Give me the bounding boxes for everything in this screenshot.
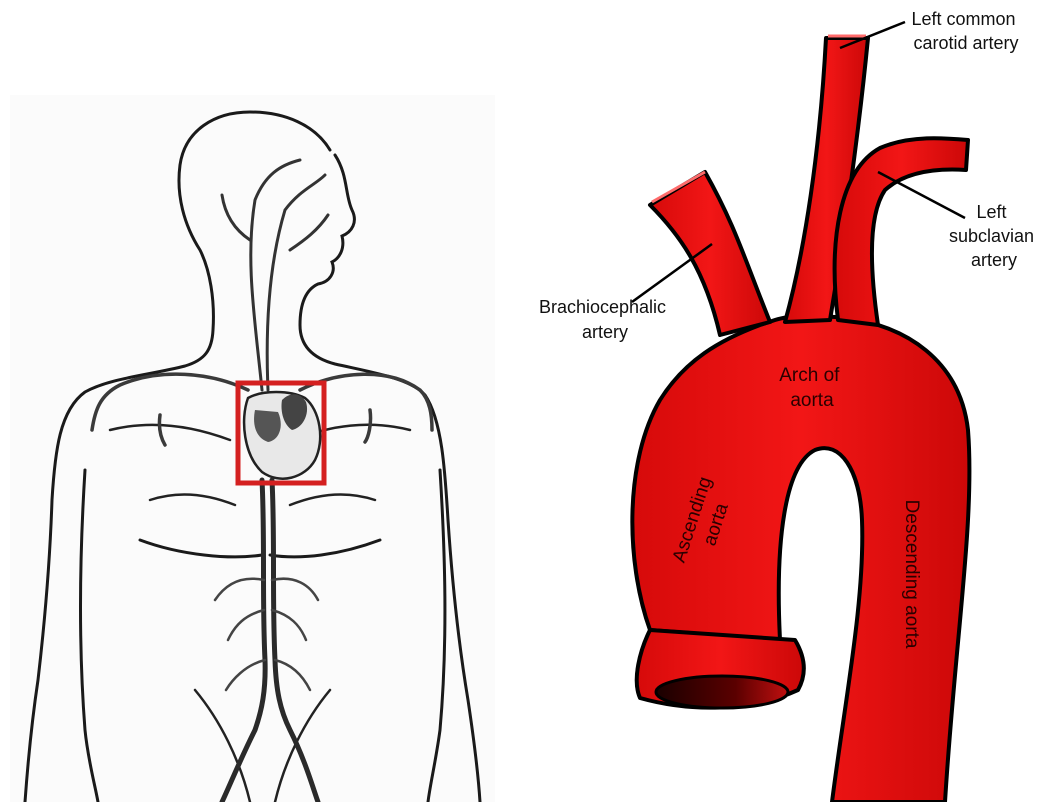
label-brachiocephalic: Brachiocephalic artery <box>539 297 671 342</box>
aortic-arch-diagram: Left common carotid artery Left subclavi… <box>539 9 1039 802</box>
label-left-common-carotid: Left common carotid artery <box>911 9 1020 53</box>
label-descending-aorta: Descending aorta <box>901 500 922 649</box>
aortic-lumen <box>656 676 788 708</box>
human-torso-illustration <box>10 95 495 802</box>
label-left-subclavian: Left subclavian artery <box>949 202 1039 270</box>
leader-left-subclavian <box>878 172 965 218</box>
